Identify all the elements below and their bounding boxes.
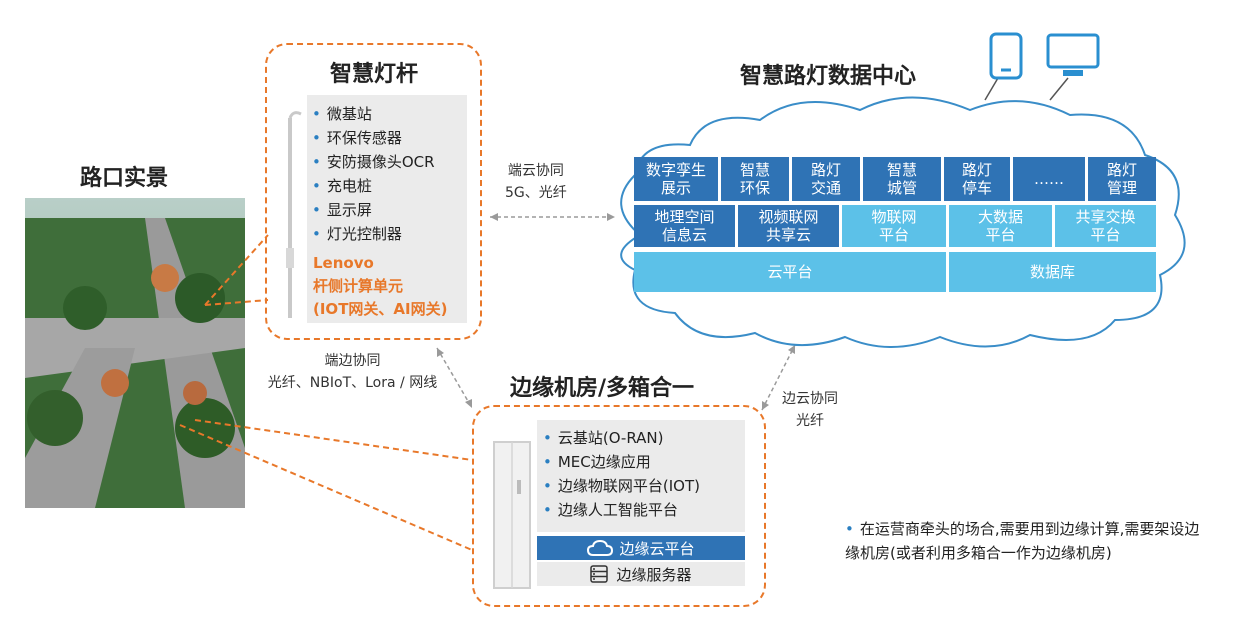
intersection-photo [25, 198, 245, 508]
edge-note: 在运营商牵头的场合,需要用到边缘计算,需要架设边缘机房(或者利用多箱合一作为边缘… [845, 517, 1205, 565]
cloud-platform-cell: 云平台 [634, 252, 946, 292]
smart-pole-item: 充电桩 [312, 174, 435, 198]
cloud-cell: 路灯 管理 [1088, 157, 1156, 201]
street-lamp-icon [286, 111, 302, 318]
smart-pole-list: 微基站 环保传感器 安防摄像头OCR 充电桩 显示屏 灯光控制器 [312, 102, 435, 246]
edge-note-text: 在运营商牵头的场合,需要用到边缘计算,需要架设边缘机房(或者利用多箱合一作为边缘… [845, 517, 1205, 565]
edge-item: 云基站(O-RAN) [543, 426, 700, 450]
data-center-title: 智慧路灯数据中心 [740, 64, 917, 89]
cloud-cell: 数字孪生 展示 [634, 157, 718, 201]
cloud-cell: 视频联网 共享云 [738, 205, 839, 247]
cloud-cell: 路灯 交通 [792, 157, 860, 201]
lenovo-line: Lenovo [313, 254, 374, 272]
lenovo-line: (IOT网关、AI网关) [313, 300, 448, 318]
edge-item: 边缘人工智能平台 [543, 498, 700, 522]
cloud-cell: 智慧 环保 [721, 157, 789, 201]
smart-pole-item: 显示屏 [312, 198, 435, 222]
edge-item: MEC边缘应用 [543, 450, 700, 474]
cloud-cell: …… [1013, 157, 1085, 201]
database-cell: 数据库 [949, 252, 1156, 292]
lenovo-unit: Lenovo 杆侧计算单元 (IOT网关、AI网关) [313, 252, 447, 321]
cloud-cell: 智慧 城管 [863, 157, 941, 201]
phone-icon [989, 32, 1023, 80]
smart-pole-box [265, 43, 482, 340]
monitor-icon [1046, 33, 1100, 76]
cabinet-icon [493, 441, 531, 589]
smart-pole-item: 环保传感器 [312, 126, 435, 150]
smart-pole-item: 安防摄像头OCR [312, 150, 435, 174]
device-edge-label: 端边协同光纤、NBIoT、Lora / 网线 [267, 353, 438, 391]
cloud-icon [587, 539, 614, 556]
server-icon [590, 565, 609, 583]
lenovo-line: 杆侧计算单元 [313, 277, 404, 295]
edge-room-box [472, 405, 766, 607]
edge-cloud-label: 边云协同光纤 [782, 391, 838, 429]
edge-server-bar: 边缘服务器 [537, 562, 745, 586]
cloud-cell: 共享交换 平台 [1055, 205, 1156, 247]
cloud-cell: 物联网 平台 [842, 205, 946, 247]
intersection-title: 路口实景 [80, 166, 169, 191]
edge-item: 边缘物联网平台(IOT) [543, 474, 700, 498]
edge-room-title: 边缘机房/多箱合一 [510, 376, 695, 401]
edge-room-list: 云基站(O-RAN) MEC边缘应用 边缘物联网平台(IOT) 边缘人工智能平台 [543, 426, 700, 522]
edge-cloud-platform-bar: 边缘云平台 [537, 536, 745, 560]
cloud-cell: 路灯 停车 [944, 157, 1010, 201]
smart-pole-item: 灯光控制器 [312, 222, 435, 246]
cloud-cell: 地理空间 信息云 [634, 205, 735, 247]
smart-pole-title: 智慧灯杆 [330, 62, 419, 87]
cloud-cell: 大数据 平台 [949, 205, 1052, 247]
smart-pole-item: 微基站 [312, 102, 435, 126]
